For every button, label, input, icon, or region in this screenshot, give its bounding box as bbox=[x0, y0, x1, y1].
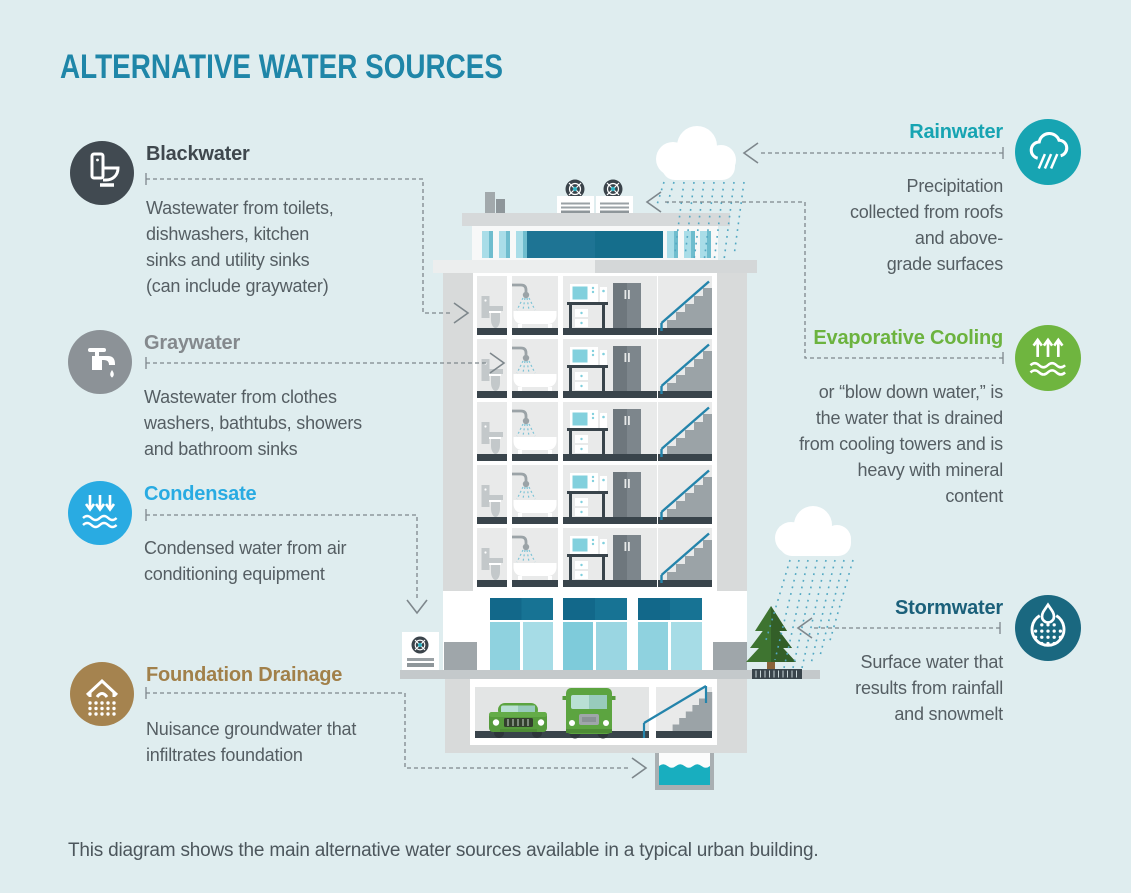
source-description: Condensed water from air conditioning eq… bbox=[144, 538, 347, 584]
tree-grate bbox=[752, 669, 802, 679]
storefront bbox=[443, 591, 747, 670]
building-floor bbox=[475, 526, 714, 589]
cloud-right bbox=[775, 506, 851, 556]
page-title: ALTERNATIVE WATER SOURCES bbox=[60, 48, 503, 86]
source-description: Nuisance groundwater that infiltrates fo… bbox=[146, 719, 357, 765]
source-description: Surface water that results from rainfall… bbox=[855, 652, 1003, 724]
penthouse-windows bbox=[482, 231, 711, 258]
sidewalk bbox=[400, 670, 820, 679]
car bbox=[489, 703, 547, 738]
connector-rainwater bbox=[742, 142, 1004, 164]
source-label: Blackwater bbox=[146, 143, 250, 165]
evaporation-icon bbox=[1015, 325, 1081, 391]
toilet-icon bbox=[70, 141, 134, 205]
basement-garage bbox=[445, 679, 747, 753]
callout-blackwater: Blackwater Wastewater from toilets, dish… bbox=[70, 141, 334, 299]
sump-pit bbox=[655, 753, 714, 790]
cooling-towers bbox=[557, 179, 633, 215]
source-label: Evaporative Cooling bbox=[813, 327, 1003, 349]
bus bbox=[562, 688, 616, 739]
building-floor bbox=[475, 337, 714, 400]
connector-graywater bbox=[145, 352, 506, 374]
callout-foundation-drainage: Foundation Drainage Nuisance groundwater… bbox=[70, 662, 356, 768]
source-label: Stormwater bbox=[894, 597, 1003, 619]
condensate-drip-icon bbox=[68, 481, 132, 545]
building-floor bbox=[475, 274, 714, 337]
cloud-top bbox=[656, 126, 736, 180]
source-description: Wastewater from toilets, dishwashers, ki… bbox=[146, 198, 334, 296]
callout-graywater: Graywater Wastewater from clothes washer… bbox=[68, 330, 362, 462]
building-floor bbox=[475, 400, 714, 463]
source-description: or “blow down water,” is the water that … bbox=[799, 382, 1003, 506]
source-label: Graywater bbox=[144, 332, 241, 354]
faucet-icon bbox=[68, 330, 132, 394]
rain-cloud-icon bbox=[1015, 119, 1081, 185]
ac-condenser-unit bbox=[402, 632, 439, 670]
building-illustration bbox=[400, 179, 820, 790]
stormwater-drop-icon bbox=[1015, 595, 1081, 661]
connector-condensate bbox=[145, 509, 428, 615]
callout-stormwater: Stormwater Surface water that results fr… bbox=[763, 595, 1081, 727]
house-foundation-icon bbox=[70, 662, 134, 726]
roof-vent-pipes bbox=[485, 192, 505, 213]
connector-blackwater bbox=[145, 173, 470, 324]
connector-stormwater bbox=[796, 617, 1001, 639]
connector-foundation-drainage bbox=[145, 687, 648, 779]
source-label: Rainwater bbox=[909, 121, 1003, 143]
building-floor bbox=[475, 463, 714, 526]
connector-evaporative-cooling bbox=[645, 191, 1004, 364]
source-label: Foundation Drainage bbox=[146, 664, 343, 686]
callout-evaporative-cooling: Evaporative Cooling or “blow down water,… bbox=[763, 325, 1081, 509]
callout-rainwater: Rainwater Precipitation collected from r… bbox=[763, 119, 1081, 277]
rain-over-roof bbox=[655, 181, 745, 263]
source-description: Precipitation collected from roofs and a… bbox=[849, 176, 1003, 274]
caption: This diagram shows the main alternative … bbox=[68, 840, 819, 861]
callout-condensate: Condensate Condensed water from air cond… bbox=[68, 481, 346, 587]
source-description: Wastewater from clothes washers, bathtub… bbox=[144, 387, 362, 459]
rain-over-tree bbox=[765, 559, 854, 669]
source-label: Condensate bbox=[144, 483, 257, 505]
